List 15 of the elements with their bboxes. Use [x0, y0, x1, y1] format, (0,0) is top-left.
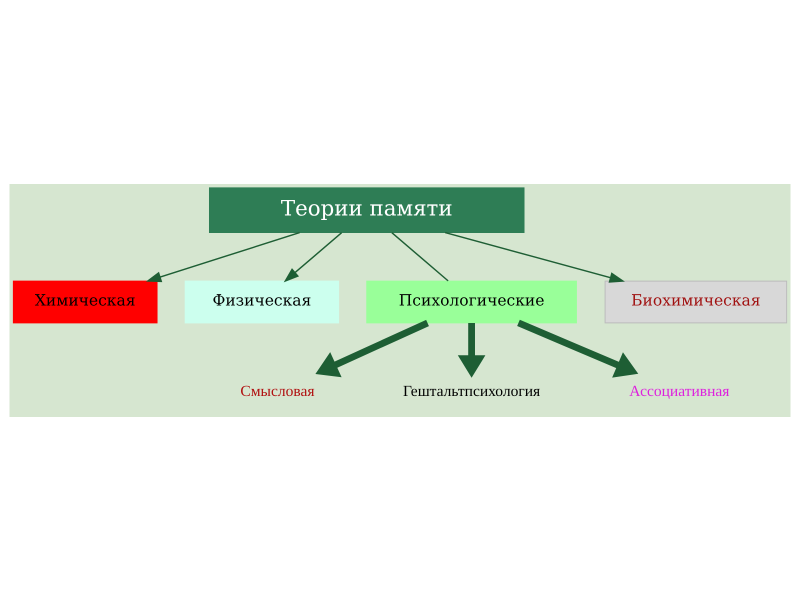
- arrow: [315, 319, 429, 377]
- arrow: [146, 231, 300, 282]
- node-box: Теории памяти: [208, 186, 524, 233]
- arrow: [517, 319, 638, 378]
- node-text: Ассоциативная: [629, 382, 730, 400]
- node-box: Химическая: [12, 280, 158, 323]
- arrow: [444, 231, 625, 282]
- node-text: Гештальтпсихология: [403, 382, 540, 400]
- node-box: Психологические: [366, 280, 577, 323]
- node-box: Физическая: [184, 280, 340, 323]
- connector: [391, 232, 449, 281]
- arrow: [458, 322, 486, 378]
- arrow: [284, 232, 342, 282]
- node-text: Смысловая: [240, 382, 314, 400]
- node-box: Биохимическая: [604, 280, 788, 323]
